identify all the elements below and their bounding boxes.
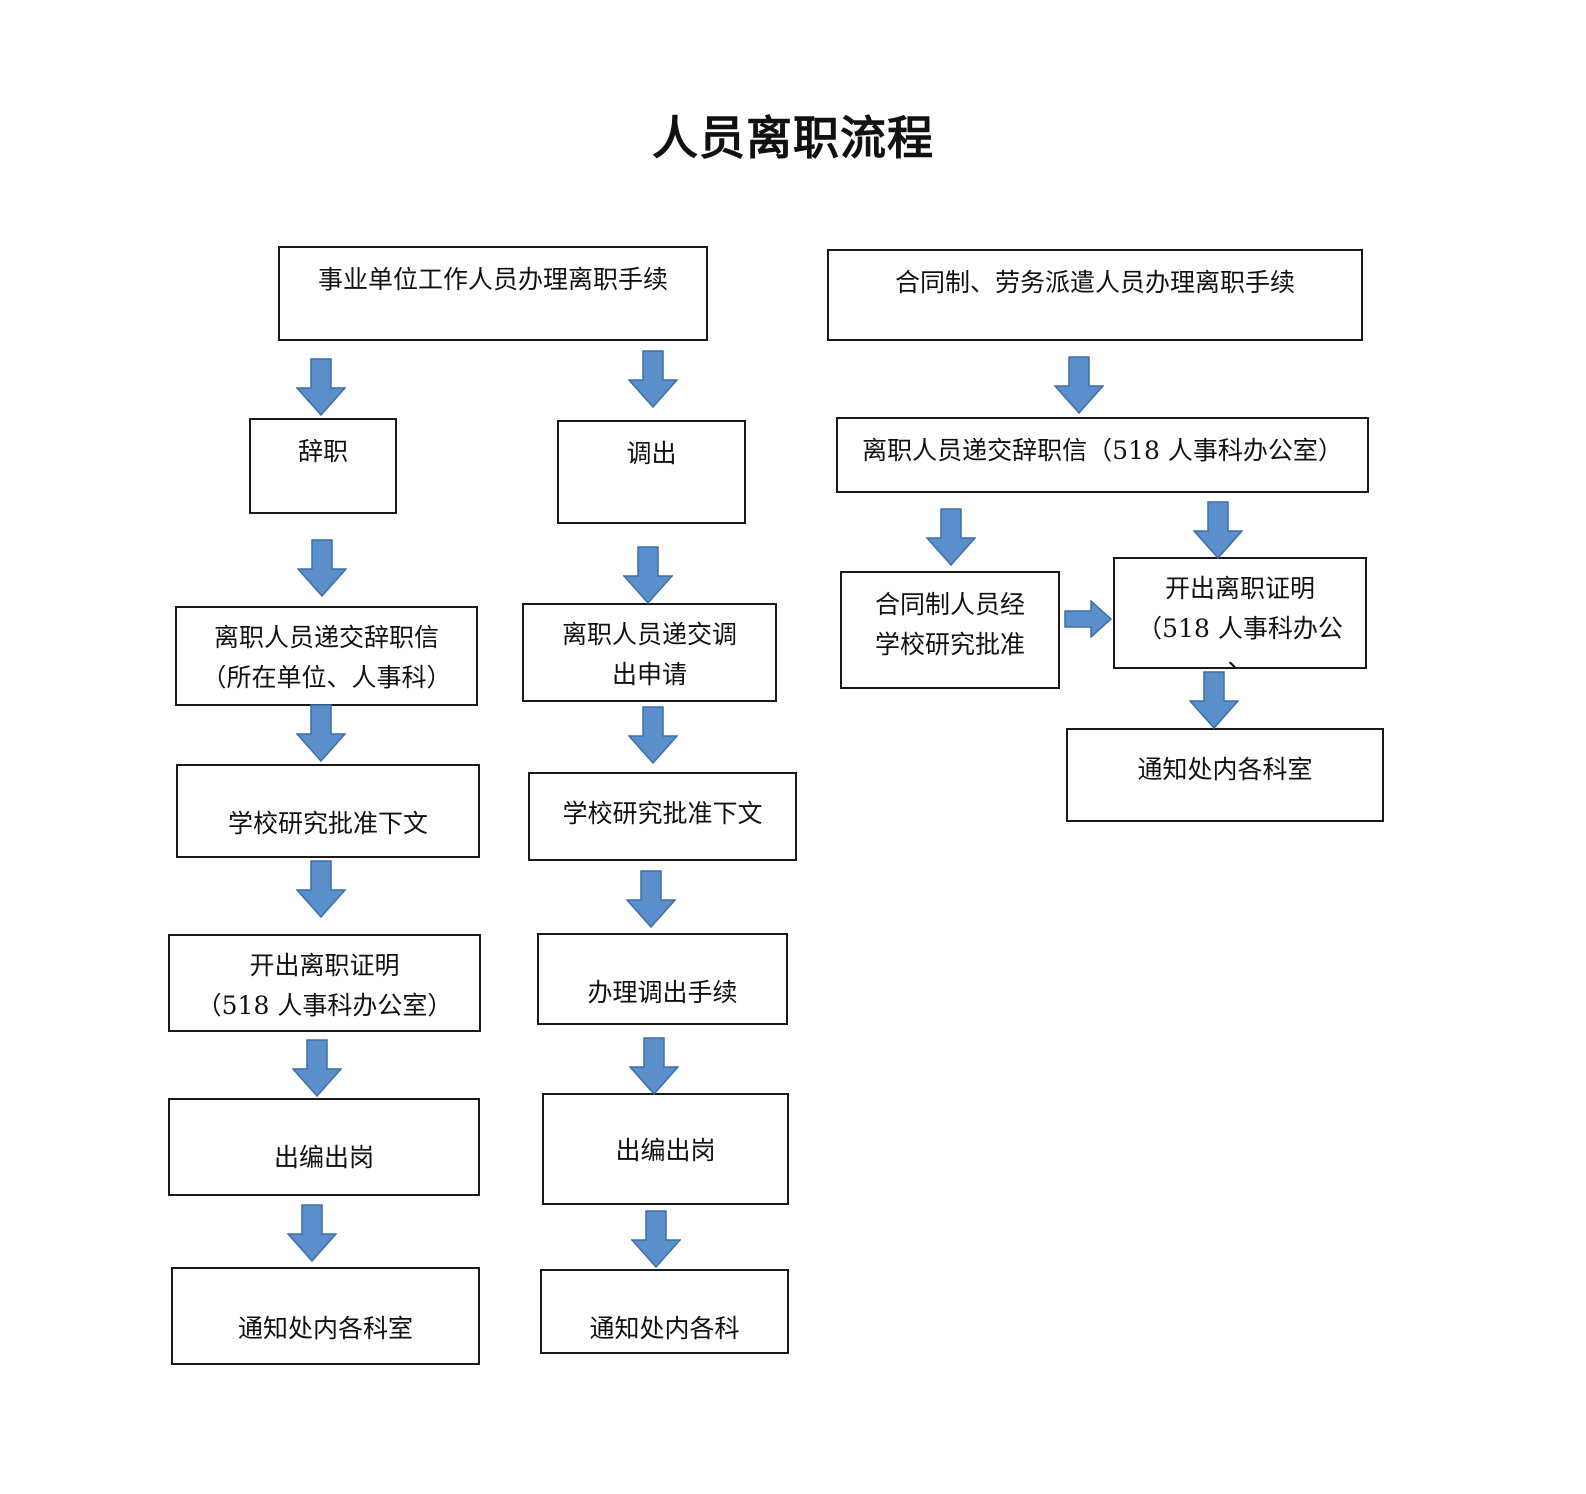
contract-step-certificate-line1: 开出离职证明: [1164, 574, 1315, 603]
resign-box: 辞职: [249, 418, 397, 514]
transfer-step-notify-text: 通知处内各科: [589, 1314, 740, 1343]
resign-step-notify-text: 通知处内各科室: [237, 1314, 413, 1343]
resign-label: 辞职: [297, 437, 348, 466]
arrow-down-icon: [287, 1204, 337, 1262]
transfer-box: 调出: [557, 420, 746, 524]
arrow-down-icon: [628, 706, 678, 764]
arrow-down-icon: [296, 860, 346, 918]
arrow-down-icon: [1193, 501, 1243, 559]
arrow-down-icon: [629, 1037, 679, 1095]
contract-staff-header: 合同制、劳务派遣人员办理离职手续: [827, 249, 1363, 341]
transfer-step-submit-line1: 离职人员递交调: [561, 620, 737, 649]
transfer-step-submit: 离职人员递交调 出申请: [522, 603, 777, 702]
arrow-down-icon: [631, 1210, 681, 1268]
contract-step-submit: 离职人员递交辞职信（518 人事科办公室）: [836, 417, 1369, 493]
resign-step-notify: 通知处内各科室: [171, 1267, 480, 1365]
resign-step-certificate-line2: （518 人事科办公室）: [196, 991, 453, 1020]
career-staff-header-text: 事业单位工作人员办理离职手续: [317, 265, 668, 294]
arrow-down-icon: [297, 539, 347, 597]
contract-step-approve-line2: 学校研究批准: [874, 630, 1025, 659]
arrow-down-icon: [296, 704, 346, 762]
transfer-step-deregister: 出编出岗: [542, 1093, 789, 1205]
resign-step-approve: 学校研究批准下文: [176, 764, 480, 858]
transfer-step-procedure: 办理调出手续: [537, 933, 788, 1025]
transfer-step-notify: 通知处内各科: [540, 1269, 789, 1354]
resign-step-deregister-text: 出编出岗: [273, 1143, 374, 1172]
resign-step-certificate-line1: 开出离职证明: [249, 951, 400, 980]
resign-step-deregister: 出编出岗: [168, 1098, 480, 1196]
arrow-down-icon: [292, 1039, 342, 1097]
transfer-step-procedure-text: 办理调出手续: [587, 978, 738, 1007]
arrow-down-icon: [926, 508, 976, 566]
contract-step-notify-text: 通知处内各科室: [1137, 755, 1313, 784]
resign-step-certificate: 开出离职证明 （518 人事科办公室）: [168, 934, 481, 1032]
resign-step-submit-line2: （所在单位、人事科）: [201, 663, 452, 692]
contract-step-notify: 通知处内各科室: [1066, 728, 1384, 822]
resign-step-submit-line1: 离职人员递交辞职信: [213, 623, 439, 652]
transfer-step-approve-text: 学校研究批准下文: [562, 799, 763, 828]
page-title: 人员离职流程: [652, 111, 934, 165]
contract-staff-header-text: 合同制、劳务派遣人员办理离职手续: [894, 268, 1295, 297]
arrow-down-icon: [1054, 356, 1104, 414]
transfer-step-submit-line2: 出申请: [611, 660, 687, 689]
arrow-down-icon: [623, 546, 673, 604]
contract-step-submit-text: 离职人员递交辞职信（518 人事科办公室）: [862, 436, 1343, 465]
arrow-right-icon: [1064, 600, 1112, 638]
arrow-down-icon: [1189, 671, 1239, 729]
transfer-label: 调出: [626, 439, 677, 468]
arrow-down-icon: [626, 870, 676, 928]
transfer-step-approve: 学校研究批准下文: [528, 772, 797, 861]
contract-step-approve: 合同制人员经 学校研究批准: [840, 571, 1060, 689]
contract-step-approve-line1: 合同制人员经: [874, 590, 1025, 619]
arrow-down-icon: [296, 358, 346, 416]
arrow-down-icon: [628, 350, 678, 408]
resign-step-submit: 离职人员递交辞职信 （所在单位、人事科）: [175, 606, 478, 706]
transfer-step-deregister-text: 出编出岗: [615, 1136, 716, 1165]
contract-step-certificate-line3: 、: [1227, 644, 1253, 669]
resign-step-approve-text: 学校研究批准下文: [227, 809, 428, 838]
career-staff-header: 事业单位工作人员办理离职手续: [278, 246, 708, 341]
contract-step-certificate: 开出离职证明 （518 人事科办公 、: [1113, 557, 1367, 669]
contract-step-certificate-line2: （518 人事科办公: [1137, 614, 1343, 643]
